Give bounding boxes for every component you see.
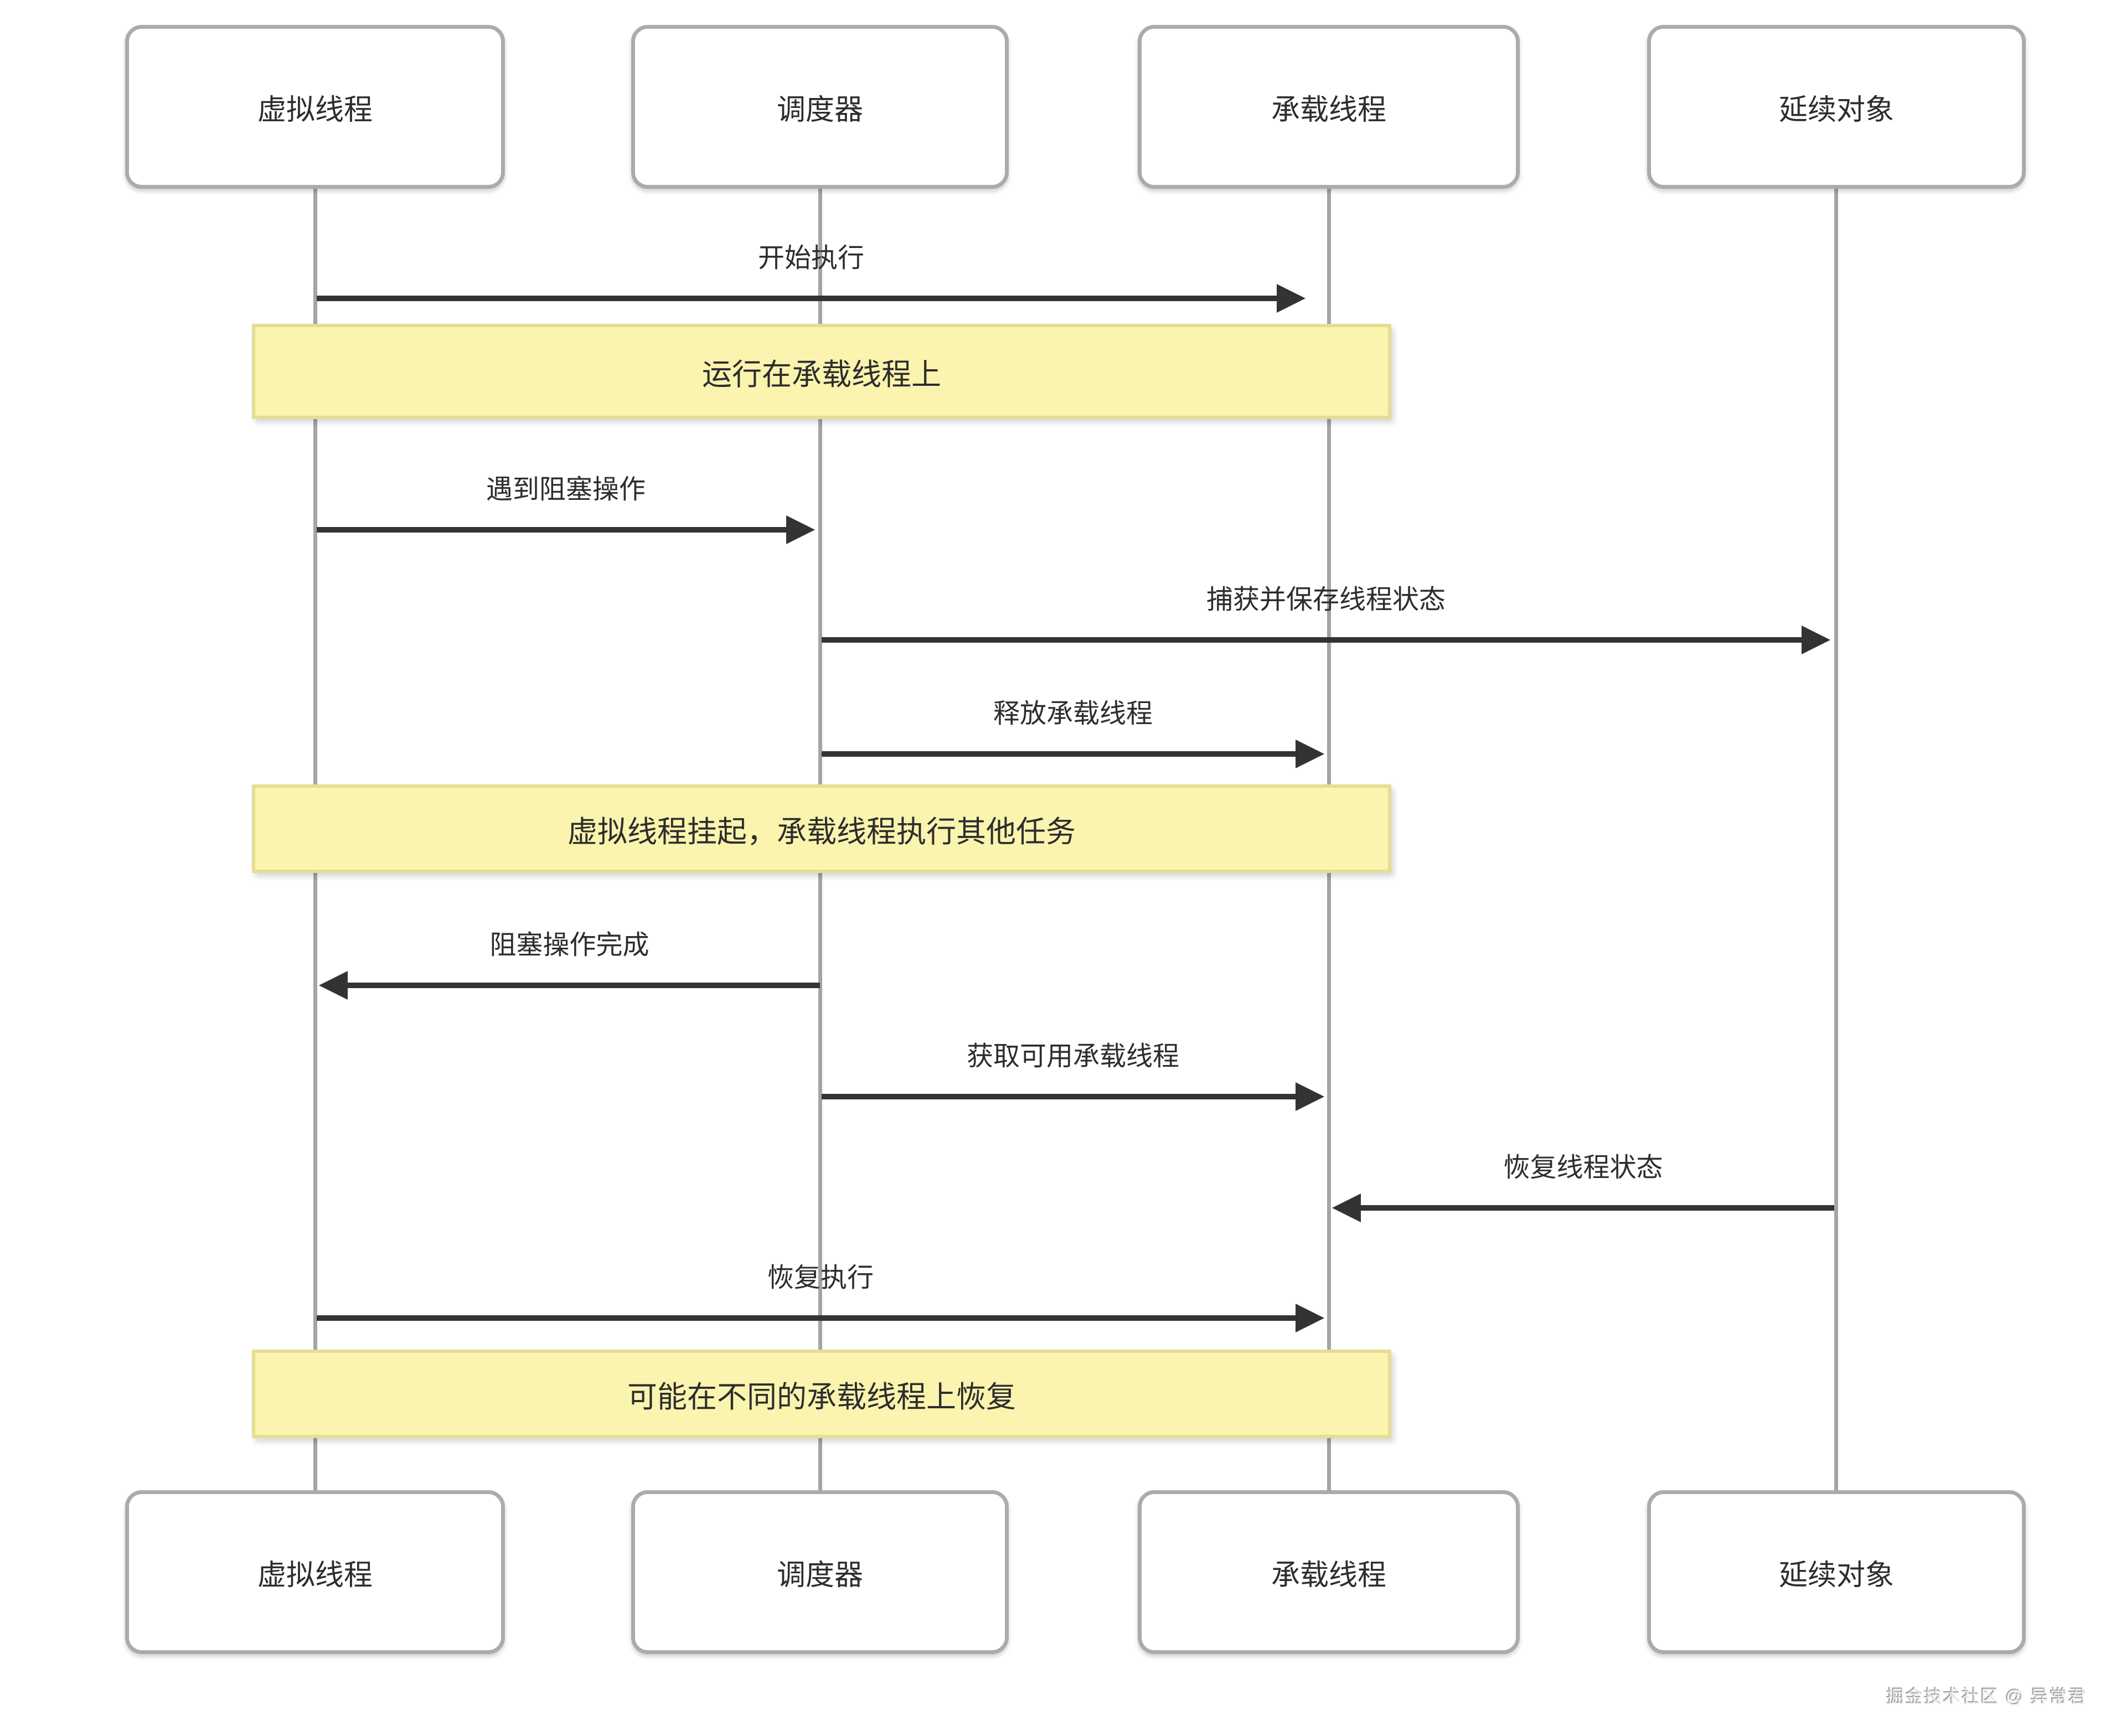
message-label: 恢复线程状态 — [1503, 1153, 1663, 1182]
participant-label: 虚拟线程 — [257, 94, 373, 126]
participant-label: 承载线程 — [1271, 94, 1386, 126]
message-blocking-operation-complete: 阻塞操作完成 — [319, 928, 820, 1000]
participant-scheduler-top: 调度器 — [631, 25, 1009, 189]
participant-continuation-object-top: 延续对象 — [1647, 25, 2026, 189]
participant-scheduler-bottom: 调度器 — [631, 1490, 1009, 1654]
message-arrow — [317, 1304, 1324, 1332]
message-label: 释放承载线程 — [993, 699, 1153, 728]
message-acquire-available-carrier: 获取可用承载线程 — [822, 1039, 1324, 1111]
message-arrow — [319, 971, 820, 1000]
message-capture-save-thread-state: 捕获并保存线程状态 — [822, 582, 1830, 654]
message-label: 开始执行 — [757, 244, 864, 273]
arrowhead-right-icon — [1802, 626, 1830, 654]
message-resume-execution: 恢复执行 — [317, 1260, 1324, 1332]
arrowhead-right-icon — [1296, 740, 1324, 768]
participant-continuation-object-bottom: 延续对象 — [1647, 1490, 2026, 1654]
participant-label: 延续对象 — [1778, 94, 1894, 126]
message-label: 阻塞操作完成 — [489, 931, 649, 960]
lifeline-continuation-object — [1834, 188, 1838, 1490]
arrowhead-right-icon — [1296, 1082, 1324, 1111]
message-restore-thread-state: 恢复线程状态 — [1332, 1150, 1834, 1222]
arrow-line — [317, 1315, 1300, 1321]
participant-carrier-thread-top: 承载线程 — [1138, 25, 1520, 189]
note-label: 运行在承载线程上 — [702, 358, 941, 391]
message-label: 遇到阻塞操作 — [486, 475, 646, 504]
note-label: 虚拟线程挂起，承载线程执行其他任务 — [567, 815, 1076, 849]
participant-virtual-thread-bottom: 虚拟线程 — [125, 1490, 505, 1654]
participant-label: 虚拟线程 — [257, 1559, 373, 1592]
message-label: 获取可用承载线程 — [966, 1042, 1179, 1071]
watermark: 掘金技术社区 @ 异常君 — [1886, 1687, 2087, 1707]
message-label: 恢复执行 — [767, 1263, 874, 1293]
arrow-line — [343, 983, 820, 988]
arrow-line — [822, 637, 1806, 643]
arrow-line — [317, 296, 1281, 301]
arrowhead-left-icon — [1332, 1194, 1361, 1222]
arrowhead-right-icon — [1296, 1304, 1324, 1332]
arrow-line — [822, 751, 1300, 757]
arrow-line — [317, 527, 791, 533]
message-blocking-operation-encountered: 遇到阻塞操作 — [317, 472, 815, 544]
note-running-on-carrier-thread: 运行在承载线程上 — [252, 324, 1391, 419]
arrow-line — [1356, 1205, 1834, 1211]
note-resume-on-different-carrier: 可能在不同的承载线程上恢复 — [252, 1350, 1391, 1438]
participant-carrier-thread-bottom: 承载线程 — [1138, 1490, 1520, 1654]
arrowhead-right-icon — [786, 515, 815, 544]
message-start-execution: 开始执行 — [317, 241, 1305, 313]
arrowhead-right-icon — [1277, 284, 1305, 313]
participant-label: 调度器 — [776, 1559, 863, 1592]
message-arrow — [317, 515, 815, 544]
participant-label: 承载线程 — [1271, 1559, 1386, 1592]
participant-label: 调度器 — [776, 94, 863, 126]
note-virtual-thread-suspended: 虚拟线程挂起，承载线程执行其他任务 — [252, 784, 1391, 873]
message-arrow — [1332, 1194, 1834, 1222]
message-arrow — [822, 626, 1830, 654]
message-arrow — [822, 740, 1324, 768]
note-label: 可能在不同的承载线程上恢复 — [627, 1380, 1016, 1414]
participant-virtual-thread-top: 虚拟线程 — [125, 25, 505, 189]
message-label: 捕获并保存线程状态 — [1206, 585, 1446, 614]
message-release-carrier-thread: 释放承载线程 — [822, 696, 1324, 768]
arrow-line — [822, 1094, 1300, 1099]
message-arrow — [822, 1082, 1324, 1111]
message-arrow — [317, 284, 1305, 313]
arrowhead-left-icon — [319, 971, 348, 1000]
participant-label: 延续对象 — [1778, 1559, 1894, 1592]
